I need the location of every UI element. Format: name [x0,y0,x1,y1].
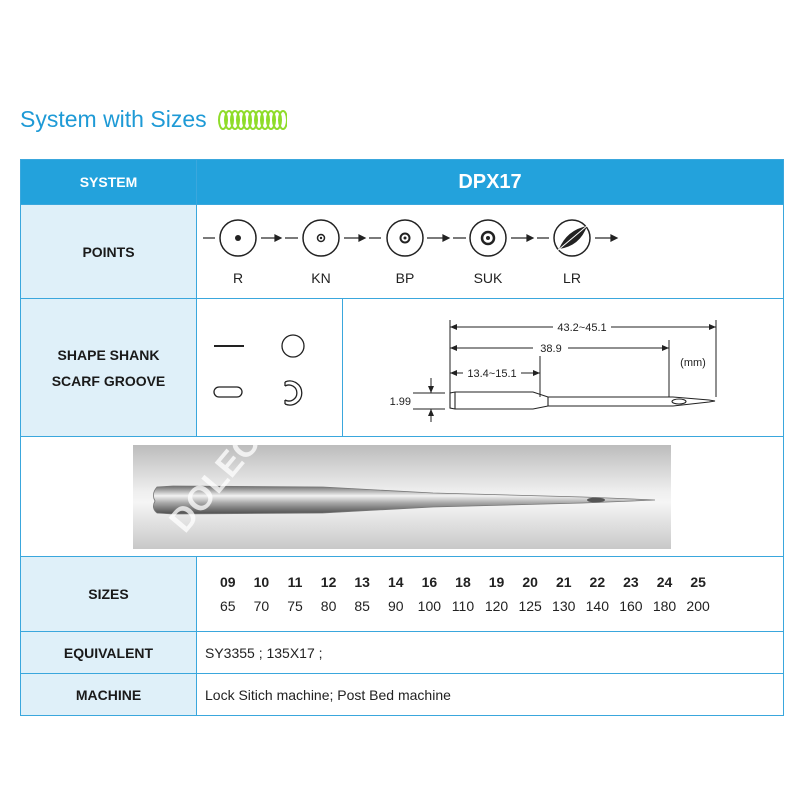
photo-row: DOLEC [20,436,784,557]
sizes-metric-row: 65 70 75 80 85 90 100 110 120 125 130 14… [211,590,783,614]
size-nm: 23 [623,574,639,590]
size-nm: 25 [690,574,706,590]
size-metric: 75 [287,598,303,614]
system-value: DPX17 [196,159,784,205]
sizes-label: SIZES [20,556,197,632]
shape-label: SHAPE SHANK SCARF GROOVE [20,298,197,437]
point-r-icon [219,218,257,257]
size-metric: 90 [387,598,404,614]
point-label: BP [396,270,415,286]
dim-unit-label: (mm) [680,357,706,369]
size-nm: 14 [387,574,404,590]
size-metric: 70 [253,598,270,614]
sizes-row: SIZES 09 10 11 12 13 14 16 18 19 20 21 2… [20,556,784,632]
groove-icon [213,385,243,398]
equivalent-value: SY3355 ; 135X17 ; [196,631,784,674]
size-nm: 16 [421,574,438,590]
size-nm: 20 [522,574,538,590]
point-bp-icon [386,218,424,257]
machine-label: MACHINE [20,673,197,716]
size-metric: 110 [451,598,475,614]
size-metric: 180 [652,598,677,614]
size-metric: 130 [552,598,576,614]
dim-diameter-label: 1.99 [390,396,411,408]
section-title: System with Sizes [20,106,287,133]
size-nm: 11 [287,574,303,590]
spring-icon [217,109,287,130]
equivalent-row: EQUIVALENT SY3355 ; 135X17 ; [20,631,784,674]
size-nm: 18 [455,574,471,590]
needle-outline [449,390,716,410]
shape-label-line2: SCARF GROOVE [51,372,166,389]
point-suk-icon [469,218,507,257]
size-nm: 09 [220,574,236,590]
size-metric: 85 [354,598,370,614]
dim-overall-label: 43.2~45.1 [557,322,606,334]
system-label: SYSTEM [20,159,197,205]
point-label: LR [563,270,581,286]
size-nm: 24 [656,574,673,590]
dim-shank-label: 13.4~15.1 [467,368,516,380]
section-title-text: System with Sizes [20,106,207,132]
point-label: R [233,270,243,286]
round-shank-icon [281,333,305,358]
machine-value: Lock Sitich machine; Post Bed machine [196,673,784,716]
size-nm: 10 [253,574,270,590]
needle-image [153,485,656,514]
size-metric: 140 [585,598,609,614]
size-nm: 19 [488,574,505,590]
size-nm: 13 [354,574,370,590]
points-diagram: R KN BP SUK LR [196,204,784,299]
size-nm: 22 [589,574,606,590]
machine-row: MACHINE Lock Sitich machine; Post Bed ma… [20,673,784,716]
system-row: SYSTEM DPX17 [20,159,784,205]
points-row: POINTS [20,204,784,299]
shape-label-line1: SHAPE SHANK [57,346,160,363]
point-label: KN [311,270,330,286]
size-nm: 12 [320,574,337,590]
size-metric: 80 [320,598,337,614]
needle-dimension-diagram: 43.2~45.1 38.9 13.4~15.1 (mm) 1.99 [342,298,784,437]
size-metric: 160 [619,598,643,614]
points-label: POINTS [20,204,197,299]
sizes-nm-row: 09 10 11 12 13 14 16 18 19 20 21 22 23 2… [211,574,783,590]
size-metric: 120 [484,598,509,614]
needle-photo: DOLEC [133,444,671,549]
point-kn-icon [302,218,340,257]
needle-photo-cell: DOLEC [20,436,784,557]
sizes-values: 09 10 11 12 13 14 16 18 19 20 21 22 23 2… [196,556,784,632]
size-metric: 200 [686,598,710,614]
shape-row: SHAPE SHANK SCARF GROOVE [20,298,784,437]
size-metric: 100 [417,598,442,614]
size-nm: 21 [555,574,572,590]
point-lr-icon [553,218,591,257]
size-metric: 65 [220,598,236,614]
size-metric: 125 [518,598,542,614]
dim-mid-label: 38.9 [540,343,561,355]
scarf-icon [284,379,303,406]
shank-groove-icons [196,298,343,437]
spec-table: SYSTEM DPX17 POINTS [20,159,784,717]
point-label: SUK [474,270,503,286]
equivalent-label: EQUIVALENT [20,631,197,674]
